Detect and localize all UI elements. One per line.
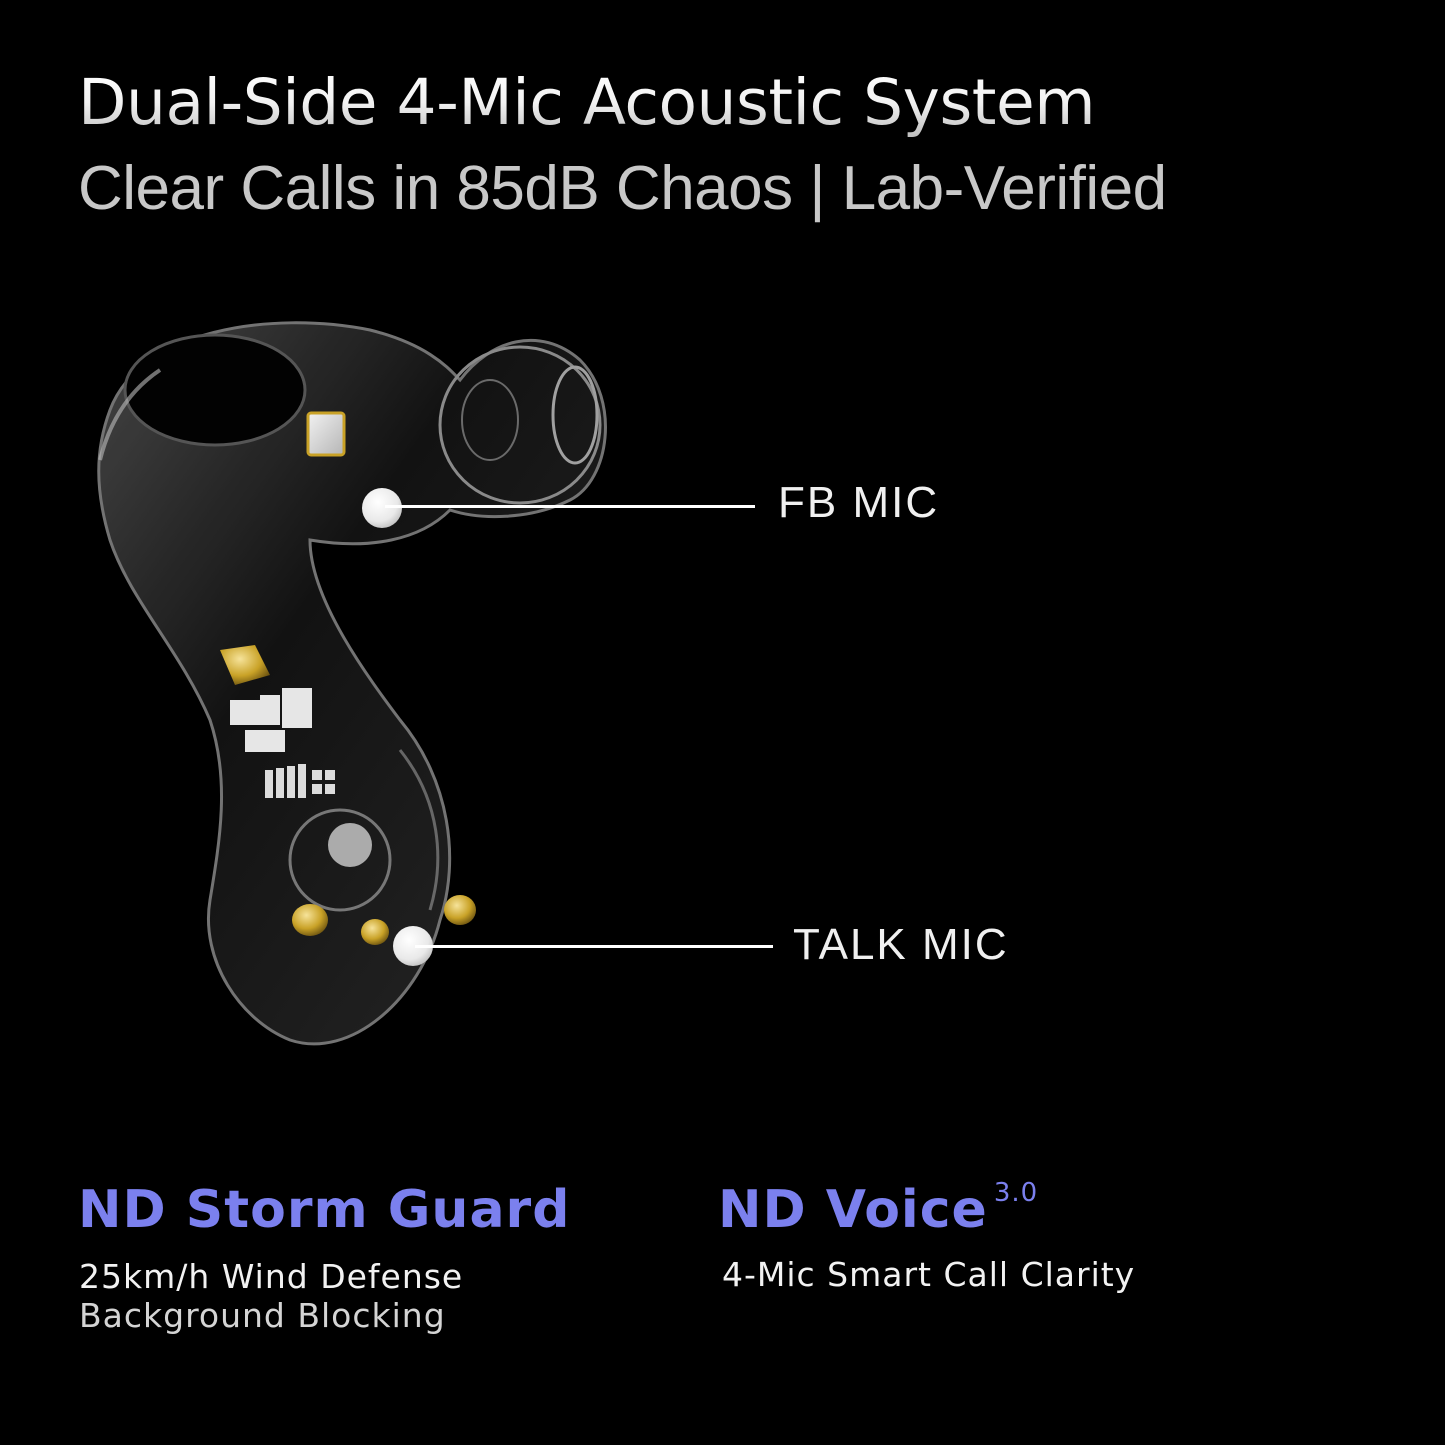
fb-mic-label: FB MIC xyxy=(778,478,940,527)
fb-mic-marker xyxy=(362,488,402,528)
feature-nd-voice-line-1: 4-Mic Smart Call Clarity xyxy=(722,1255,1136,1294)
feature-storm-guard-line-1: 25km/h Wind Defense xyxy=(79,1257,464,1296)
talk-mic-label: TALK MIC xyxy=(793,920,1009,969)
feature-title-text: ND Storm Guard xyxy=(78,1180,571,1240)
fb-mic-leader-line xyxy=(385,505,755,508)
earbud-illustration-icon xyxy=(70,300,670,1100)
talk-mic-leader-line xyxy=(415,945,773,948)
feature-title-text: ND Voice xyxy=(718,1180,988,1240)
page-subtitle: Clear Calls in 85dB Chaos | Lab-Verified xyxy=(78,154,1167,223)
feature-storm-guard-line-2: Background Blocking xyxy=(79,1296,446,1335)
version-superscript: 3.0 xyxy=(993,1178,1039,1208)
feature-storm-guard-title: ND Storm Guard xyxy=(78,1180,570,1240)
page-title: Dual-Side 4-Mic Acoustic System xyxy=(78,66,1096,139)
